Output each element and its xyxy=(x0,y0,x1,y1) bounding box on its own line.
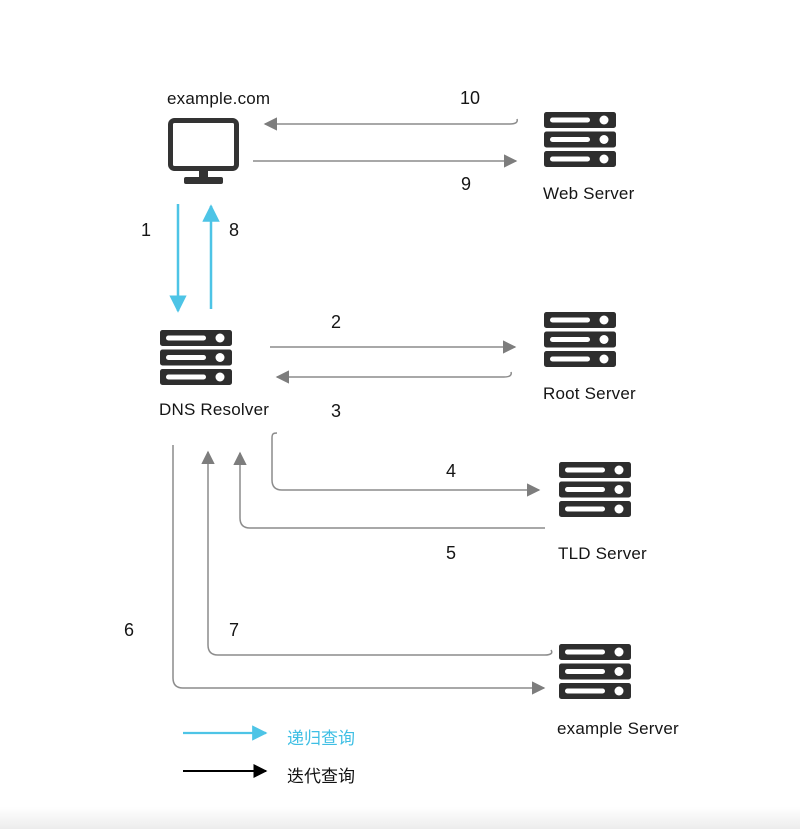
arrow-step-4-dns-to-tld xyxy=(271,432,541,497)
dns-resolver-icon xyxy=(160,330,232,385)
arrow-step-7-example-to-dns xyxy=(201,450,553,656)
step-number-10: 10 xyxy=(459,88,481,108)
root-server-label: Root Server xyxy=(543,384,636,403)
step-number-5: 5 xyxy=(445,543,457,563)
client-label: example.com xyxy=(167,89,271,108)
legend-recursive-label: 递归查询 xyxy=(287,729,355,748)
legend-iterative-label: 迭代查询 xyxy=(287,767,355,786)
step-number-2: 2 xyxy=(330,312,342,332)
web-server-label: Web Server xyxy=(543,184,635,203)
tld-server-label: TLD Server xyxy=(558,544,647,563)
arrow-step-6-dns-to-example xyxy=(172,445,546,695)
step-number-1: 1 xyxy=(140,220,152,240)
page-bottom-fade xyxy=(0,807,800,829)
arrow-step-3-root-to-dns xyxy=(275,370,512,384)
arrow-step-5-tld-to-dns xyxy=(233,451,545,529)
step-number-8: 8 xyxy=(228,220,240,240)
arrow-step-10-web-to-client xyxy=(263,117,518,131)
example-server-icon xyxy=(559,644,631,699)
client-monitor-icon xyxy=(168,118,239,184)
dns-resolver-label: DNS Resolver xyxy=(159,400,270,419)
example-server-label: example Server xyxy=(557,719,679,738)
web-server-icon xyxy=(544,112,616,167)
step-number-3: 3 xyxy=(330,401,342,421)
step-number-6: 6 xyxy=(123,620,135,640)
tld-server-icon xyxy=(559,462,631,517)
step-number-9: 9 xyxy=(460,174,472,194)
root-server-icon xyxy=(544,312,616,367)
step-number-7: 7 xyxy=(228,620,240,640)
step-number-4: 4 xyxy=(445,461,457,481)
